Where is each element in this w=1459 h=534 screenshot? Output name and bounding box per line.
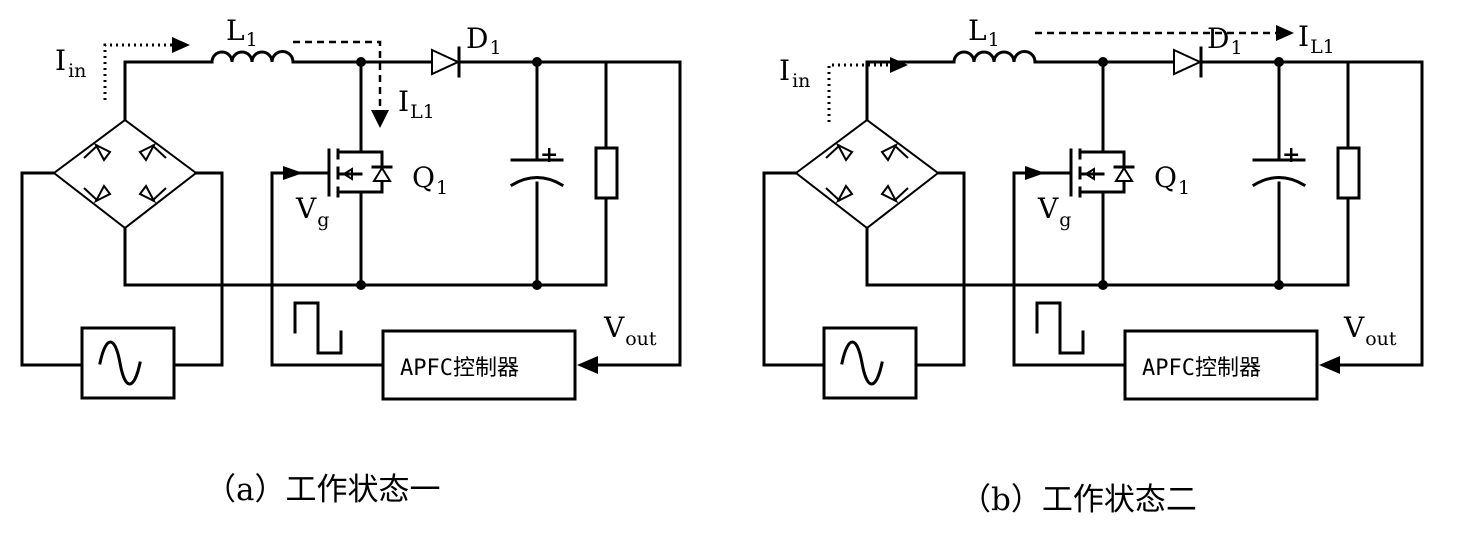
switch-label-b: Q1 <box>1154 161 1190 199</box>
controller-label-b: APFC控制器 <box>1142 356 1261 381</box>
switch-label-a: Q1 <box>412 161 448 199</box>
diode-label-a: D1 <box>466 22 502 59</box>
inductor-label-a: L1 <box>226 14 258 51</box>
output-voltage-label-b: Vout <box>1343 311 1397 350</box>
input-current-path-a <box>103 43 175 100</box>
gate-voltage-label-a: Vg <box>295 192 329 231</box>
diode-label-b: D1 <box>1207 22 1243 59</box>
capacitor-plus-label-a: + <box>540 142 558 168</box>
input-current-path-b <box>827 63 893 122</box>
caption-a: （a）工作状态一 <box>205 472 440 508</box>
gate-voltage-label-b: Vg <box>1037 192 1071 231</box>
inductor-current-arrowhead-b <box>1276 25 1294 41</box>
controller-label-a: APFC控制器 <box>400 356 519 381</box>
capacitor-plus-label-b: + <box>1282 142 1300 168</box>
input-current-arrowhead-b <box>890 57 908 73</box>
inductor-label-b: L1 <box>968 14 1000 51</box>
inductor-current-label-b: IL1 <box>1298 20 1335 58</box>
output-voltage-label-a: Vout <box>603 311 657 350</box>
input-current-arrowhead-a <box>172 37 190 53</box>
inductor-current-arrowhead-a <box>371 110 389 128</box>
caption-b: （b）工作状态二 <box>960 482 1197 518</box>
inductor-current-path-a <box>293 40 382 112</box>
inductor-current-label-a: IL1 <box>398 85 435 123</box>
circuit-schematic-a <box>20 46 682 401</box>
circuit-schematic-b <box>762 46 1424 401</box>
